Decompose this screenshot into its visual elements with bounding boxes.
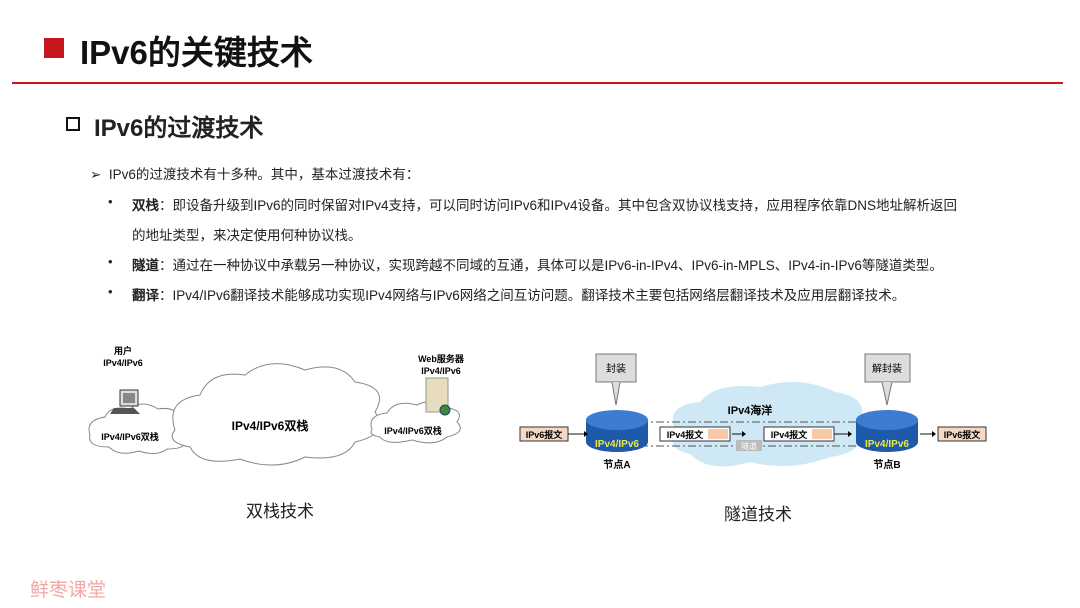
item-text: IPv4/IPv6翻译技术能够成功实现IPv4网络与IPv6网络之间互访问题。翻… — [172, 288, 906, 303]
node-b-label: 节点B — [873, 458, 900, 471]
ipv4-ocean-cloud — [672, 382, 863, 467]
item-tunnel: 隧道：通过在一种协议中承载另一种协议，实现跨越不同域的互通，具体可以是IPv6-… — [132, 254, 943, 274]
encap-callout: 封装 — [595, 353, 637, 406]
decap-label: 解封装 — [872, 362, 902, 375]
dual-stack-diagram: 用户 IPv4/IPv6 IPv4/IPv6双栈 IPv4/IPv6双栈 IPv… — [88, 345, 465, 466]
bullet-icon: • — [108, 194, 113, 209]
intro-line: ➢ IPv6的过渡技术有十多种。其中，基本过渡技术有： — [90, 163, 419, 183]
server-label: Web服务器 — [418, 353, 465, 364]
ipv6-packet-in: IPv6报文 — [526, 429, 564, 440]
item-term: 翻译 — [132, 288, 159, 303]
ipv4-packet-2: IPv4报文 — [771, 429, 809, 440]
server-proto: IPv4/IPv6 — [421, 366, 461, 376]
center-cloud-label: IPv4/IPv6双栈 — [232, 418, 309, 433]
bullet-icon: • — [108, 284, 113, 299]
item-term: 隧道 — [132, 258, 159, 273]
colon: ： — [159, 198, 173, 213]
computer-icon — [110, 389, 140, 414]
center-cloud — [171, 363, 380, 466]
router-a-icon: IPv4/IPv6 — [586, 410, 648, 452]
node-a-label: 节点A — [603, 458, 630, 471]
tunnel-caption: 隧道技术 — [724, 505, 792, 524]
server-icon — [425, 377, 451, 416]
item-translation: 翻译：IPv4/IPv6翻译技术能够成功实现IPv4网络与IPv6网络之间互访问… — [132, 284, 905, 304]
user-proto: IPv4/IPv6 — [103, 358, 143, 368]
bullet-icon: • — [108, 254, 113, 269]
user-label: 用户 — [113, 345, 132, 356]
item-text: 通过在一种协议中承载另一种协议，实现跨越不同域的互通，具体可以是IPv6-in-… — [172, 258, 943, 273]
tunnel-label: 隧道 — [741, 441, 757, 451]
item-term: 双栈 — [132, 198, 159, 213]
arrow-bullet-icon: ➢ — [90, 167, 102, 182]
item-dual-stack-cont: 的地址类型，来决定使用何种协议栈。 — [132, 228, 362, 243]
right-cloud-label: IPv4/IPv6双栈 — [384, 425, 442, 436]
item-text: 即设备升级到IPv6的同时保留对IPv4支持，可以同时访问IPv6和IPv4设备… — [172, 198, 958, 213]
intro-text: IPv6的过渡技术有十多种。其中，基本过渡技术有： — [108, 167, 420, 182]
decap-callout: 解封装 — [864, 353, 911, 406]
item-dual-stack: 双栈：即设备升级到IPv6的同时保留对IPv4支持，可以同时访问IPv6和IPv… — [132, 194, 957, 214]
encap-label: 封装 — [606, 362, 626, 375]
ocean-label: IPv4海洋 — [728, 403, 773, 417]
page-title: IPv6的关键技术 — [80, 34, 313, 71]
subtitle-marker — [66, 117, 80, 131]
ipv6-packet-out: IPv6报文 — [944, 429, 982, 440]
dual-stack-caption: 双栈技术 — [246, 502, 314, 521]
colon: ： — [159, 258, 173, 273]
tunnel-diagram: 封装 解封装 IPv4/IPv6 IPv4/IPv6 IPv6报文 IPv4报文… — [519, 353, 987, 471]
watermark: 鲜枣课堂 — [30, 580, 107, 601]
router-a-label: IPv4/IPv6 — [595, 439, 639, 450]
colon: ： — [159, 288, 173, 303]
router-b-icon: IPv4/IPv6 — [856, 410, 918, 452]
section-subtitle: IPv6的过渡技术 — [94, 115, 264, 142]
title-divider — [12, 82, 1063, 84]
router-b-label: IPv4/IPv6 — [865, 439, 909, 450]
left-cloud-label: IPv4/IPv6双栈 — [101, 431, 159, 442]
title-marker — [44, 38, 64, 58]
ipv4-packet-1: IPv4报文 — [667, 429, 705, 440]
